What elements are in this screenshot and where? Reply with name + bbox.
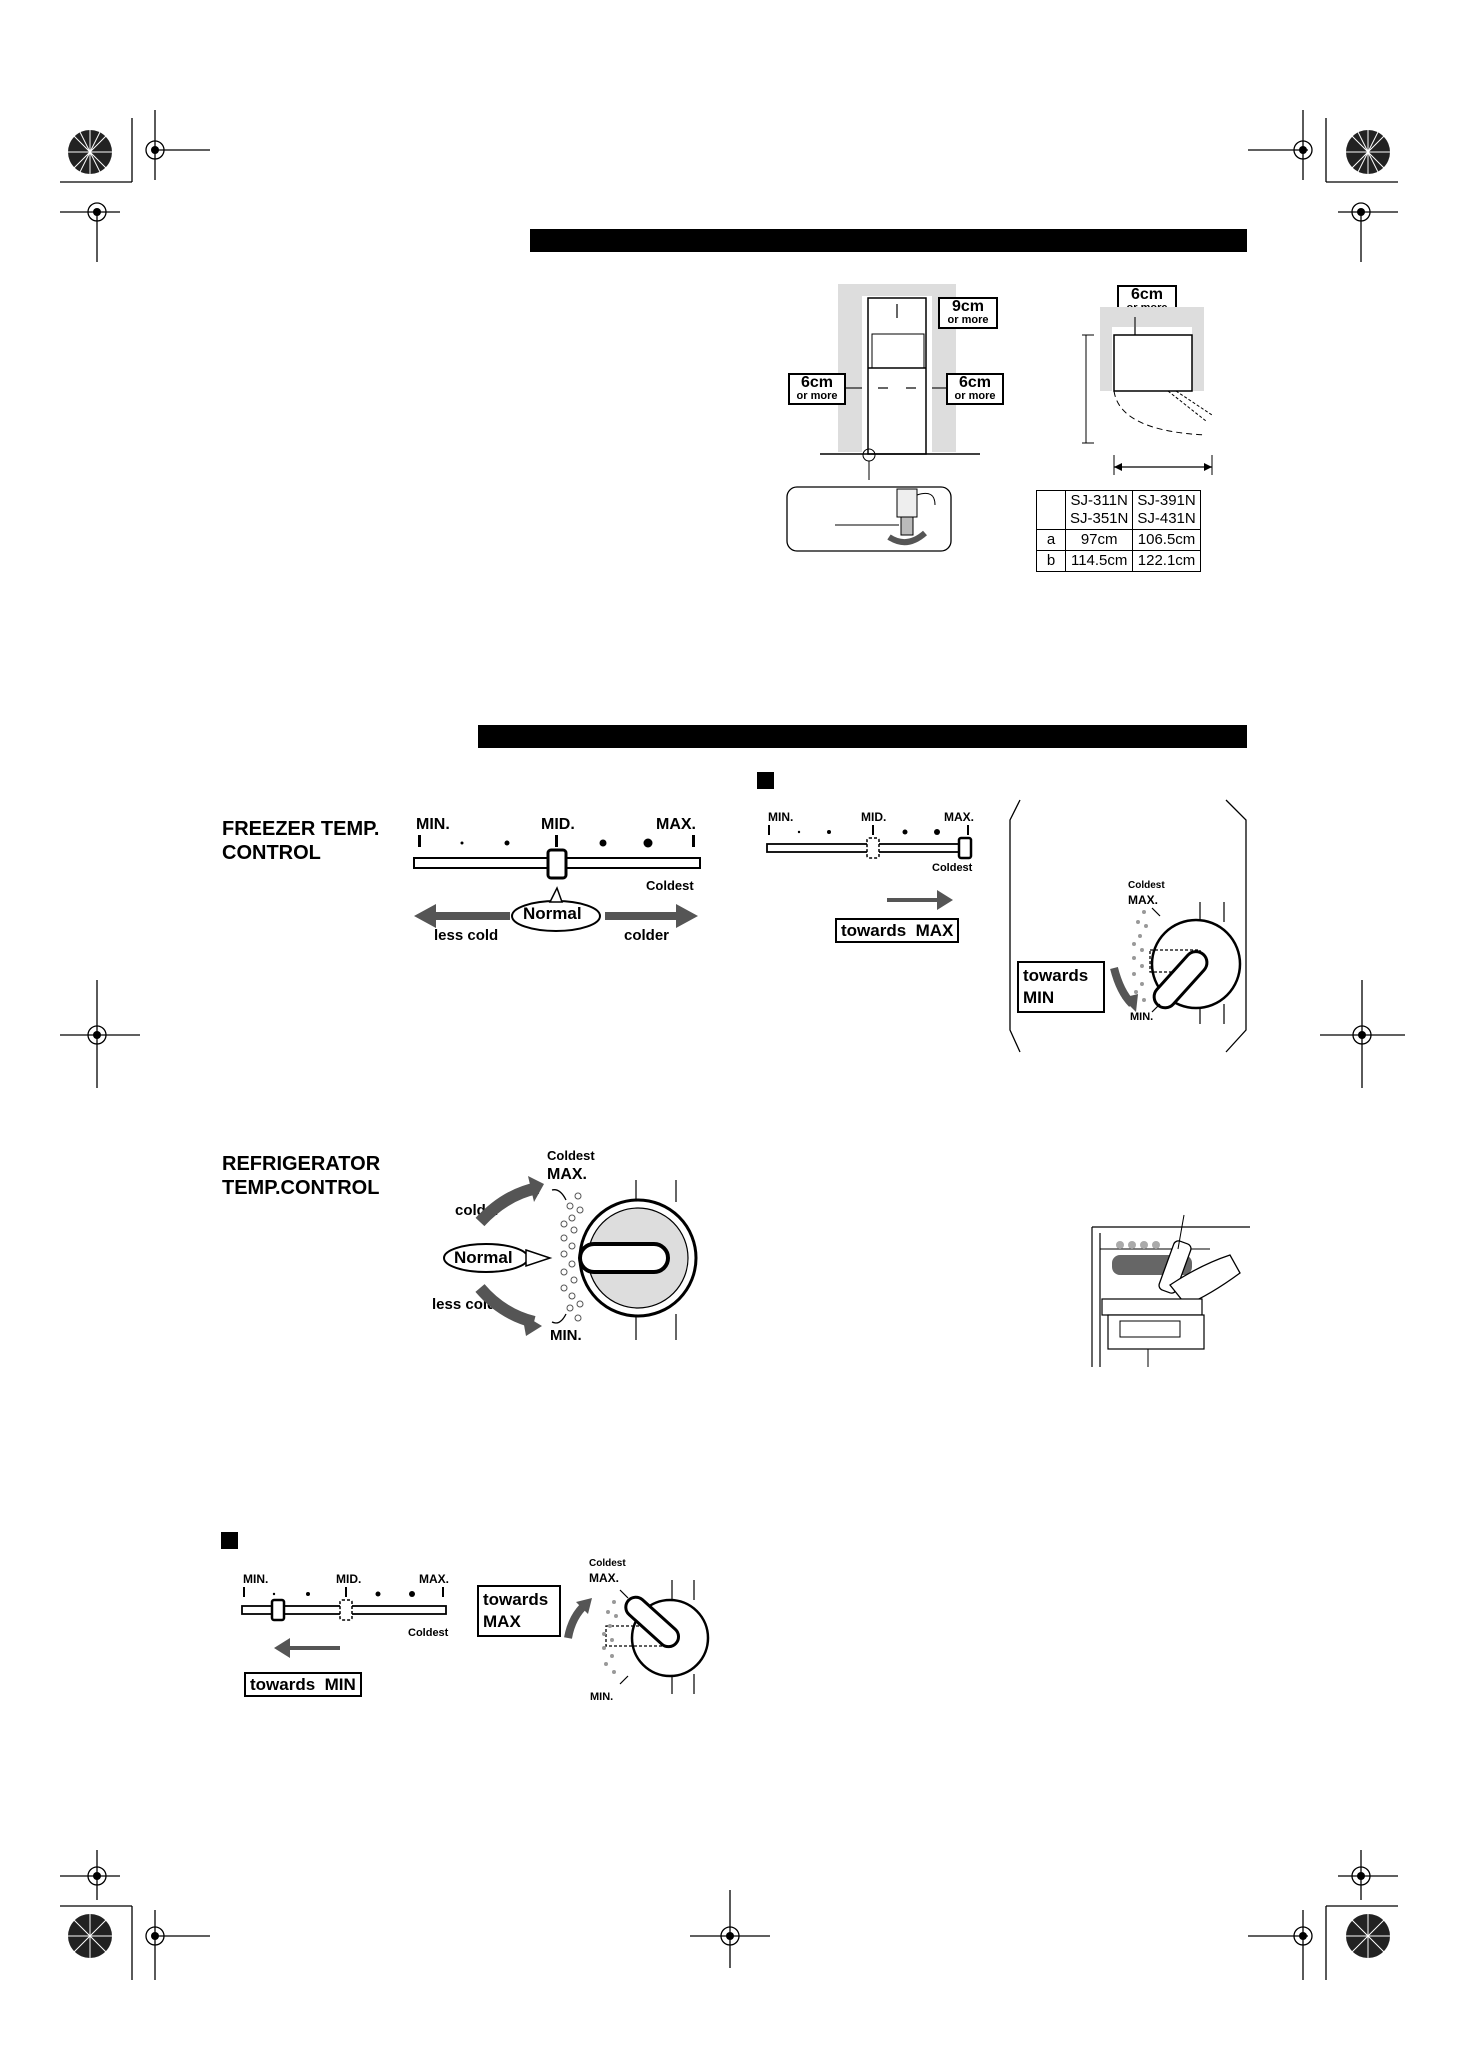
table-cell: 106.5cm bbox=[1132, 529, 1201, 551]
bottom-dial-max-label: MAX. bbox=[589, 1571, 619, 1585]
refrigerator-coldest-label: Coldest bbox=[547, 1148, 595, 1163]
freezer-coldest-label: Coldest bbox=[646, 878, 694, 893]
freezer-less-cold-label: less cold bbox=[434, 927, 499, 944]
freezer-colder-label: colder bbox=[624, 927, 670, 944]
registration-mark-top-left bbox=[60, 110, 210, 262]
right-slider-mid-label: MID. bbox=[861, 810, 887, 824]
freezer-mid-label: MID. bbox=[541, 816, 575, 833]
right-slider-max-label: MAX. bbox=[944, 810, 974, 824]
top-clearance-label: 9cm or more bbox=[938, 297, 998, 329]
table-cell: 97cm bbox=[1064, 529, 1134, 551]
table-row: b 114.5cm 122.1cm bbox=[1036, 550, 1201, 572]
top-view-clearance-value: 6cm bbox=[1130, 286, 1164, 303]
bottom-dial-min-label: MIN. bbox=[590, 1691, 614, 1703]
registration-mark-mid-right bbox=[1320, 980, 1405, 1088]
refrigerator-less-cold-label: less cold bbox=[432, 1296, 497, 1313]
right-towards-min-label: towards MIN bbox=[1017, 961, 1105, 1013]
freezer-temp-heading: FREEZER TEMP. CONTROL bbox=[222, 818, 380, 864]
right-dial-coldest-label: Coldest bbox=[1128, 880, 1165, 891]
hand-adjusting-dial-illustration bbox=[1091, 1214, 1250, 1367]
freezer-min-label: MIN. bbox=[416, 816, 450, 833]
refrigerator-temp-heading: REFRIGERATOR TEMP.CONTROL bbox=[222, 1153, 381, 1199]
table-header-cell: SJ-311N SJ-351N bbox=[1064, 490, 1134, 530]
bottom-slider-graphic bbox=[241, 1587, 447, 1658]
table-cell: a bbox=[1036, 529, 1066, 551]
bottom-section-bullet bbox=[221, 1532, 238, 1549]
bottom-slider-coldest-label: Coldest bbox=[408, 1627, 449, 1639]
top-clearance-value: 9cm bbox=[951, 298, 985, 315]
leveling-foot-detail bbox=[786, 486, 952, 552]
right-section-bullet bbox=[757, 772, 774, 789]
right-clearance-sub: or more bbox=[954, 390, 996, 402]
right-slider-min-label: MIN. bbox=[768, 810, 794, 824]
right-dial-max-label: MAX. bbox=[1128, 893, 1158, 907]
dimensions-table: SJ-311N SJ-351N SJ-391N SJ-431N a 97cm 1… bbox=[1036, 490, 1201, 572]
freezer-slider-graphic bbox=[413, 835, 701, 932]
right-towards-max-label: towards MAX bbox=[835, 918, 960, 943]
table-cell: 114.5cm bbox=[1064, 550, 1134, 572]
refrigerator-min-label: MIN. bbox=[550, 1327, 582, 1344]
right-slider-graphic bbox=[766, 825, 973, 910]
right-dial-min-label: MIN. bbox=[1130, 1011, 1154, 1023]
registration-mark-bottom-left bbox=[60, 1850, 210, 1980]
refrigerator-dial-graphic bbox=[443, 1176, 698, 1340]
registration-mark-bottom-right bbox=[1248, 1850, 1398, 1980]
registration-mark-mid-left bbox=[60, 980, 140, 1088]
left-clearance-sub: or more bbox=[796, 390, 838, 402]
freezer-normal-label: Normal bbox=[523, 904, 582, 923]
fridge-top-view-drawing bbox=[1082, 307, 1213, 475]
bottom-dial-graphic bbox=[564, 1580, 710, 1694]
table-corner-cell bbox=[1036, 490, 1066, 530]
table-cell: 122.1cm bbox=[1132, 550, 1201, 572]
right-dial-frame bbox=[1009, 799, 1247, 1053]
left-clearance-value: 6cm bbox=[800, 374, 834, 391]
left-clearance-label: 6cm or more bbox=[788, 373, 846, 405]
table-cell: b bbox=[1036, 550, 1066, 572]
refrigerator-normal-label: Normal bbox=[454, 1248, 513, 1267]
installation-section-bar bbox=[530, 229, 1247, 252]
bottom-dial-coldest-label: Coldest bbox=[589, 1558, 626, 1569]
right-clearance-label: 6cm or more bbox=[946, 373, 1004, 405]
bottom-towards-min-label: towards MIN bbox=[244, 1672, 362, 1697]
bottom-slider-max-label: MAX. bbox=[419, 1572, 449, 1586]
dimensions-table-header: SJ-311N SJ-351N SJ-391N SJ-431N bbox=[1036, 490, 1201, 530]
bottom-slider-min-label: MIN. bbox=[243, 1572, 269, 1586]
table-header-cell: SJ-391N SJ-431N bbox=[1132, 490, 1201, 530]
table-row: a 97cm 106.5cm bbox=[1036, 529, 1201, 551]
top-clearance-sub: or more bbox=[947, 314, 989, 326]
temperature-section-bar bbox=[478, 725, 1247, 748]
right-clearance-value: 6cm bbox=[958, 374, 992, 391]
bottom-towards-max-label: towards MAX bbox=[477, 1585, 561, 1637]
right-slider-coldest-label: Coldest bbox=[932, 862, 973, 874]
freezer-max-label: MAX. bbox=[656, 816, 696, 833]
bottom-slider-mid-label: MID. bbox=[336, 1572, 362, 1586]
registration-mark-top-right bbox=[1248, 110, 1398, 262]
registration-mark-bottom-center bbox=[690, 1890, 770, 1968]
refrigerator-max-label: MAX. bbox=[547, 1166, 587, 1183]
